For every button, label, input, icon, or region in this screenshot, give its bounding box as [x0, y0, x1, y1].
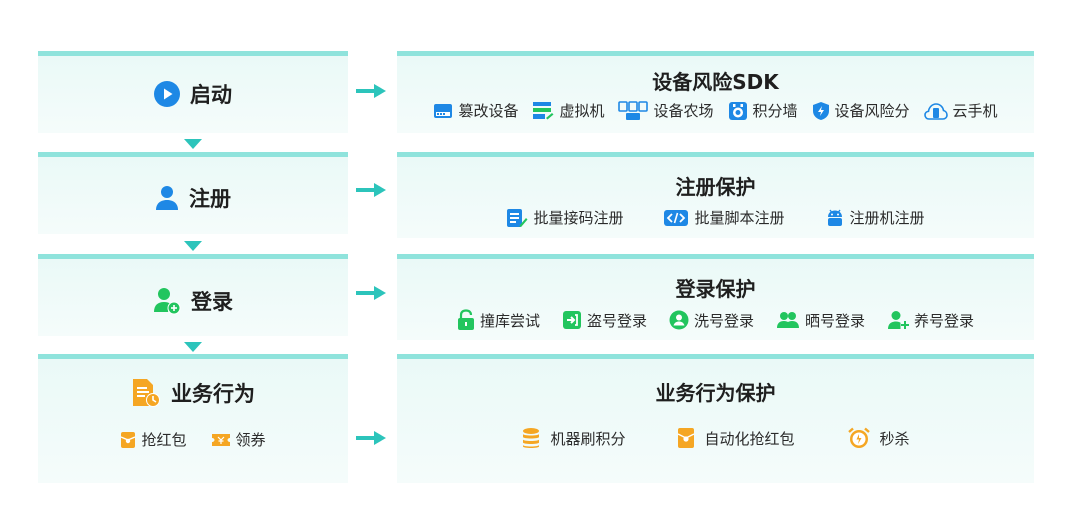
- feature-label: 设备农场: [653, 102, 714, 120]
- down-arrow-icon: [184, 342, 202, 352]
- feature-cloud-phone: 云手机: [923, 100, 998, 121]
- stage-start-panel: 启动: [38, 51, 348, 133]
- feature-stolen-account-login: 盗号登录: [562, 310, 647, 331]
- virtual-machine-icon: [532, 101, 554, 121]
- batch-code-icon: [506, 208, 528, 228]
- stage-business-label: 业务行为: [171, 382, 255, 406]
- feature-label: 云手机: [952, 102, 998, 120]
- register-feature-list: 批量接码注册 批量脚本注册 注册机注册: [397, 207, 1034, 228]
- feature-points-wall: 积分墙: [728, 100, 798, 121]
- feature-account-showoff-login: 晒号登录: [776, 310, 865, 331]
- right-arrow-icon: [356, 183, 386, 197]
- feature-device-farm: 设备农场: [618, 100, 714, 121]
- play-icon: [154, 81, 180, 107]
- feature-label: 盗号登录: [586, 311, 647, 330]
- coins-icon: [521, 427, 541, 449]
- down-arrow-icon: [184, 241, 202, 251]
- tamper-device-icon: [433, 102, 453, 120]
- sub-item-grab-red-packet: 抢红包: [120, 429, 187, 450]
- script-icon: [663, 208, 689, 228]
- feature-label: 自动化抢红包: [704, 429, 795, 448]
- risk-score-icon: [812, 101, 830, 121]
- feature-label: 注册机注册: [849, 209, 925, 227]
- users-icon: [776, 310, 800, 330]
- device-risk-feature-list: 篡改设备 虚拟机 设备农场 积分墙 设备风险分: [397, 100, 1034, 121]
- feature-label: 虚拟机: [559, 102, 605, 120]
- user-circle-icon: [669, 310, 689, 330]
- feature-label: 养号登录: [914, 311, 975, 330]
- feature-label: 撞库尝试: [479, 311, 540, 330]
- register-protection-panel: 注册保护 批量接码注册 批量脚本注册 注册机注册: [397, 152, 1034, 238]
- feature-batch-code-register: 批量接码注册: [506, 207, 623, 228]
- business-feature-list: 机器刷积分 自动化抢红包 秒杀: [397, 427, 1034, 449]
- device-farm-icon: [618, 100, 649, 121]
- cloud-phone-icon: [923, 101, 948, 121]
- feature-label: 机器刷积分: [550, 429, 626, 448]
- down-arrow-icon: [184, 139, 202, 149]
- login-feature-list: 撞库尝试 盗号登录 洗号登录 晒号登录 养号登录: [397, 309, 1034, 331]
- stage-login-title: 登录: [38, 286, 348, 316]
- user-icon: [155, 185, 179, 211]
- device-risk-sdk-title: 设备风险SDK: [652, 70, 779, 94]
- register-protection-title: 注册保护: [675, 175, 756, 199]
- document-icon: [131, 378, 161, 408]
- feature-label: 批量接码注册: [533, 209, 624, 227]
- stage-register-title: 注册: [38, 183, 348, 213]
- feature-label: 篡改设备: [458, 102, 519, 120]
- business-protection-title: 业务行为保护: [655, 381, 776, 405]
- lock-icon: [457, 309, 475, 331]
- stage-business-sub-items: 抢红包 领券: [38, 429, 348, 450]
- feature-tampered-device: 篡改设备: [433, 100, 518, 121]
- feature-label: 秒杀: [879, 429, 910, 448]
- sub-item-label: 抢红包: [141, 431, 187, 449]
- feature-auto-grab-red-packet: 自动化抢红包: [677, 427, 795, 449]
- feature-batch-script-register: 批量脚本注册: [663, 207, 785, 228]
- stage-business-title: 业务行为: [38, 378, 348, 408]
- feature-credential-stuffing: 撞库尝试: [457, 309, 540, 331]
- stage-register-label: 注册: [189, 187, 231, 211]
- login-protection-title: 登录保护: [675, 277, 756, 301]
- feature-label: 设备风险分: [834, 102, 910, 120]
- right-arrow-icon: [356, 431, 386, 445]
- feature-label: 积分墙: [752, 102, 798, 120]
- coupon-icon: [211, 432, 231, 448]
- right-arrow-icon: [356, 84, 386, 98]
- alarm-clock-icon: [847, 427, 871, 449]
- android-icon: [825, 208, 845, 228]
- feature-label: 洗号登录: [693, 311, 754, 330]
- login-icon: [562, 310, 582, 330]
- stage-business-panel: 业务行为 抢红包 领券: [38, 354, 348, 483]
- stage-login-label: 登录: [191, 290, 233, 314]
- user-add-icon: [887, 310, 910, 330]
- device-risk-sdk-panel: 设备风险SDK 篡改设备 虚拟机 设备农场 积分墙: [397, 51, 1034, 133]
- feature-bot-points-farming: 机器刷积分: [521, 427, 625, 449]
- red-packet-icon: [677, 427, 695, 449]
- red-packet-icon: [120, 431, 136, 449]
- stage-start-title: 启动: [38, 79, 348, 109]
- feature-label: 批量脚本注册: [694, 209, 785, 227]
- feature-account-wash-login: 洗号登录: [669, 310, 754, 331]
- stage-login-panel: 登录: [38, 254, 348, 336]
- right-arrow-icon: [356, 286, 386, 300]
- feature-account-farming-login: 养号登录: [887, 310, 974, 331]
- stage-start-label: 启动: [190, 83, 232, 107]
- login-protection-panel: 登录保护 撞库尝试 盗号登录 洗号登录 晒号登录: [397, 254, 1034, 340]
- user-add-icon: [153, 287, 181, 315]
- feature-label: 晒号登录: [805, 311, 866, 330]
- feature-device-risk-score: 设备风险分: [812, 100, 910, 121]
- feature-flash-sale: 秒杀: [847, 427, 910, 449]
- stage-register-panel: 注册: [38, 152, 348, 234]
- business-protection-panel: 业务行为保护 机器刷积分 自动化抢红包 秒杀: [397, 354, 1034, 483]
- sub-item-label: 领券: [235, 431, 266, 449]
- feature-register-machine: 注册机注册: [825, 207, 925, 228]
- points-wall-icon: [728, 101, 748, 121]
- feature-virtual-machine: 虚拟机: [532, 100, 604, 121]
- sub-item-coupon: 领券: [211, 429, 266, 450]
